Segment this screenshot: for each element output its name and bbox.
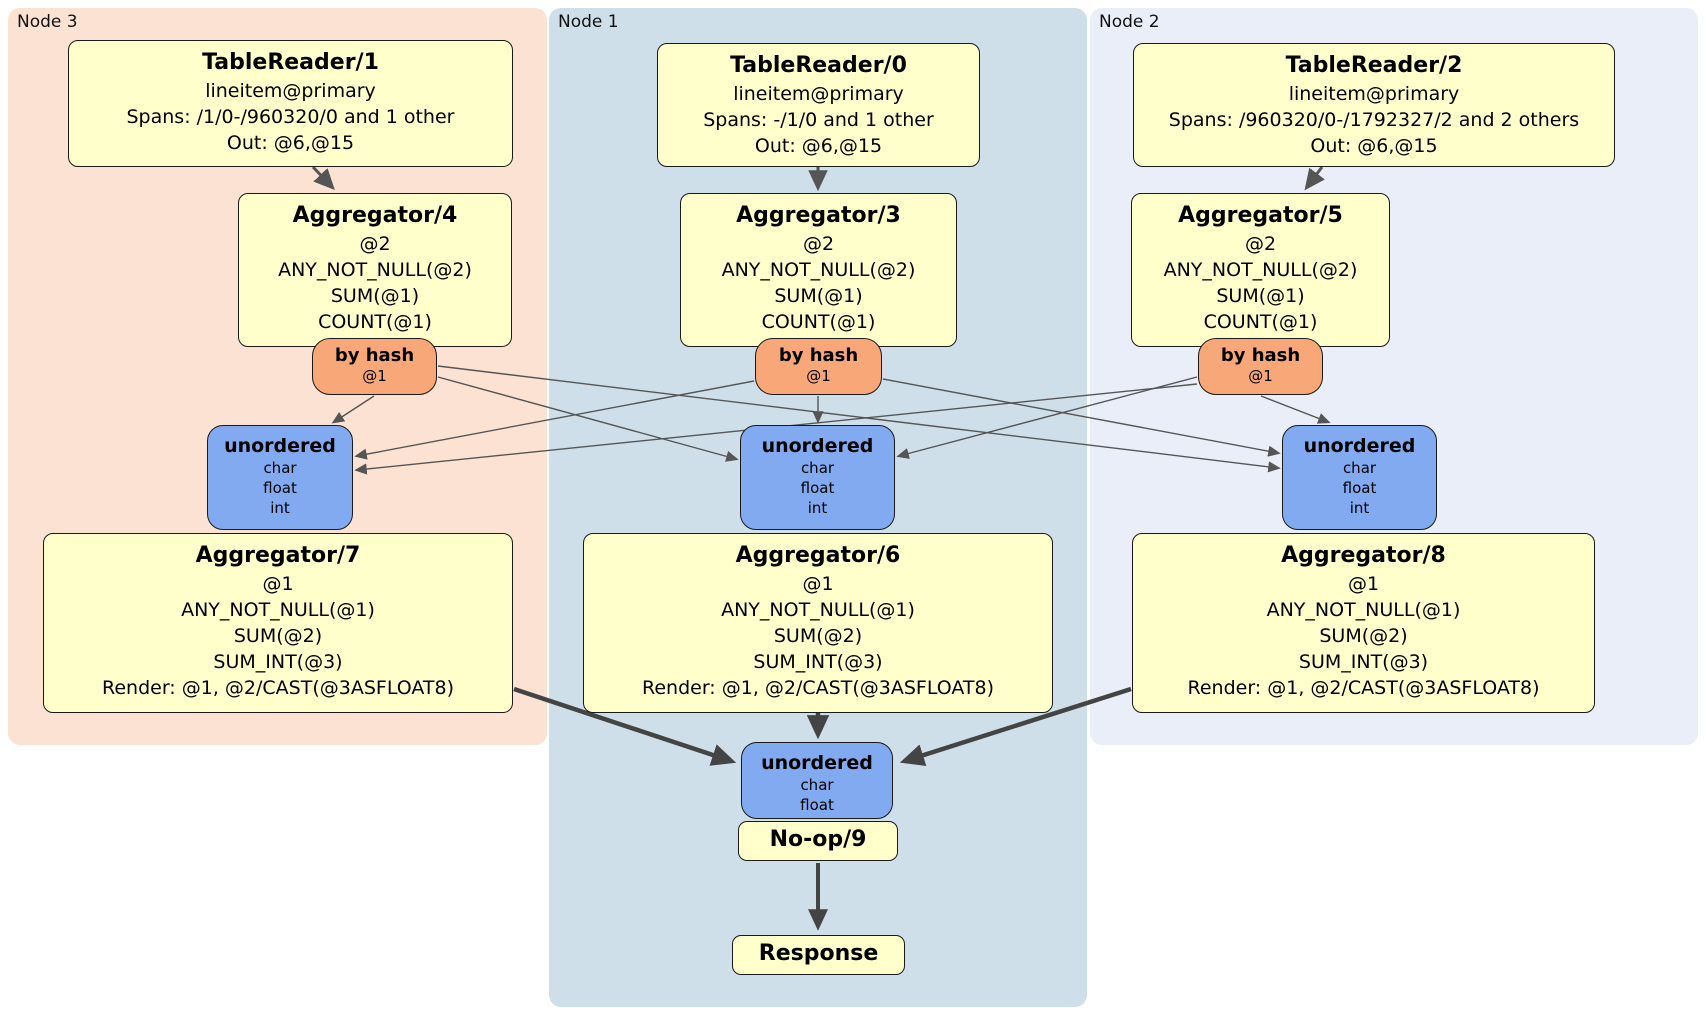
unordered-sync-node1[interactable]: unordered char float int	[740, 425, 895, 530]
aggregator-5-groupcols: @2	[1244, 233, 1277, 255]
tablereader-0-spans: Spans: -/1/0 and 1 other	[703, 109, 934, 131]
aggregator-8-box[interactable]: Aggregator/8 @1 ANY_NOT_NULL(@1) SUM(@2)…	[1132, 533, 1595, 713]
sync-col-char: char	[1342, 459, 1377, 477]
aggregator-6-groupcols: @1	[802, 573, 834, 595]
tablereader-0-title: TableReader/0	[730, 53, 907, 78]
hash-router-node1-cols: @1	[806, 367, 831, 385]
aggregator-8-fn2: SUM(@2)	[1319, 625, 1408, 647]
aggregator-5-fn2: SUM(@1)	[1216, 285, 1305, 307]
aggregator-4-fn1: ANY_NOT_NULL(@2)	[278, 259, 472, 281]
aggregator-5-fn3: COUNT(@1)	[1203, 311, 1318, 333]
aggregator-7-box[interactable]: Aggregator/7 @1 ANY_NOT_NULL(@1) SUM(@2)…	[43, 533, 513, 713]
unordered-sync-node2[interactable]: unordered char float int	[1282, 425, 1437, 530]
hash-router-node2-label: by hash	[1220, 345, 1301, 366]
sync-col-float: float	[800, 796, 834, 814]
aggregator-6-title: Aggregator/6	[735, 543, 901, 568]
aggregator-8-fn1: ANY_NOT_NULL(@1)	[1266, 599, 1461, 621]
noop-9-box[interactable]: No-op/9	[738, 821, 898, 861]
aggregator-6-fn3: SUM_INT(@3)	[753, 651, 883, 673]
sync-col-float: float	[263, 479, 297, 497]
aggregator-4-box[interactable]: Aggregator/4 @2 ANY_NOT_NULL(@2) SUM(@1)…	[238, 193, 512, 347]
tablereader-1-spans: Spans: /1/0-/960320/0 and 1 other	[126, 106, 455, 128]
aggregator-3-groupcols: @2	[802, 233, 835, 255]
tablereader-2-box[interactable]: TableReader/2 lineitem@primary Spans: /9…	[1133, 43, 1615, 167]
aggregator-4-fn2: SUM(@1)	[330, 285, 420, 307]
unordered-sync-final-label: unordered	[761, 752, 873, 774]
hash-router-node3-label: by hash	[334, 345, 415, 366]
aggregator-8-groupcols: @1	[1347, 573, 1380, 595]
unordered-sync-node2-label: unordered	[1303, 435, 1416, 457]
tablereader-0-box[interactable]: TableReader/0 lineitem@primary Spans: -/…	[657, 43, 980, 167]
aggregator-6-render: Render: @1, @2/CAST(@3ASFLOAT8)	[642, 677, 994, 699]
response-title: Response	[758, 941, 879, 966]
node3-label: Node 3	[17, 12, 78, 32]
aggregator-6-fn1: ANY_NOT_NULL(@1)	[721, 599, 915, 621]
sync-col-float: float	[800, 479, 835, 497]
hash-router-node3[interactable]: by hash @1	[312, 338, 437, 395]
aggregator-4-title: Aggregator/4	[292, 203, 458, 228]
aggregator-5-fn1: ANY_NOT_NULL(@2)	[1163, 259, 1358, 281]
aggregator-7-title: Aggregator/7	[195, 543, 361, 568]
hash-router-node1[interactable]: by hash @1	[755, 338, 882, 395]
tablereader-2-index: lineitem@primary	[1288, 83, 1460, 105]
aggregator-3-fn3: COUNT(@1)	[761, 311, 876, 333]
tablereader-1-title: TableReader/1	[202, 50, 379, 75]
node2-label: Node 2	[1099, 12, 1160, 32]
tablereader-1-out: Out: @6,@15	[226, 132, 355, 154]
aggregator-5-title: Aggregator/5	[1178, 203, 1343, 228]
tablereader-2-out: Out: @6,@15	[1310, 135, 1438, 157]
unordered-sync-node1-label: unordered	[761, 435, 874, 457]
sync-col-int: int	[270, 499, 290, 517]
tablereader-2-title: TableReader/2	[1285, 53, 1463, 78]
tablereader-1-box[interactable]: TableReader/1 lineitem@primary Spans: /1…	[68, 40, 513, 167]
sync-col-int: int	[1349, 499, 1370, 517]
aggregator-7-fn2: SUM(@2)	[233, 625, 323, 647]
sync-col-char: char	[800, 776, 834, 794]
sync-col-int: int	[807, 499, 828, 517]
sync-col-float: float	[1342, 479, 1377, 497]
response-box[interactable]: Response	[732, 935, 905, 975]
aggregator-4-groupcols: @2	[359, 233, 391, 255]
aggregator-3-box[interactable]: Aggregator/3 @2 ANY_NOT_NULL(@2) SUM(@1)…	[680, 193, 957, 347]
aggregator-5-box[interactable]: Aggregator/5 @2 ANY_NOT_NULL(@2) SUM(@1)…	[1131, 193, 1390, 347]
aggregator-7-fn3: SUM_INT(@3)	[213, 651, 343, 673]
aggregator-6-box[interactable]: Aggregator/6 @1 ANY_NOT_NULL(@1) SUM(@2)…	[583, 533, 1053, 713]
aggregator-6-fn2: SUM(@2)	[773, 625, 863, 647]
aggregator-7-fn1: ANY_NOT_NULL(@1)	[181, 599, 375, 621]
hash-router-node1-label: by hash	[778, 345, 859, 366]
aggregator-3-fn1: ANY_NOT_NULL(@2)	[721, 259, 916, 281]
unordered-sync-node3[interactable]: unordered char float int	[207, 425, 353, 530]
unordered-sync-node3-label: unordered	[224, 435, 336, 457]
aggregator-3-fn2: SUM(@1)	[774, 285, 863, 307]
tablereader-1-index: lineitem@primary	[205, 80, 376, 102]
unordered-sync-final[interactable]: unordered char float	[741, 742, 893, 819]
aggregator-8-fn3: SUM_INT(@3)	[1298, 651, 1429, 673]
tablereader-0-out: Out: @6,@15	[754, 135, 883, 157]
hash-router-node2[interactable]: by hash @1	[1198, 338, 1323, 395]
tablereader-2-spans: Spans: /960320/0-/1792327/2 and 2 others	[1168, 109, 1580, 131]
node1-label: Node 1	[558, 12, 619, 32]
sync-col-char: char	[263, 459, 297, 477]
hash-router-node3-cols: @1	[362, 367, 387, 385]
aggregator-7-render: Render: @1, @2/CAST(@3ASFLOAT8)	[102, 677, 454, 699]
aggregator-4-fn3: COUNT(@1)	[318, 311, 432, 333]
aggregator-7-groupcols: @1	[262, 573, 294, 595]
aggregator-8-title: Aggregator/8	[1281, 543, 1446, 568]
aggregator-3-title: Aggregator/3	[736, 203, 901, 228]
sync-col-char: char	[800, 459, 835, 477]
aggregator-8-render: Render: @1, @2/CAST(@3ASFLOAT8)	[1187, 677, 1540, 699]
hash-router-node2-cols: @1	[1248, 367, 1273, 385]
tablereader-0-index: lineitem@primary	[733, 83, 904, 105]
noop-9-title: No-op/9	[769, 827, 867, 852]
